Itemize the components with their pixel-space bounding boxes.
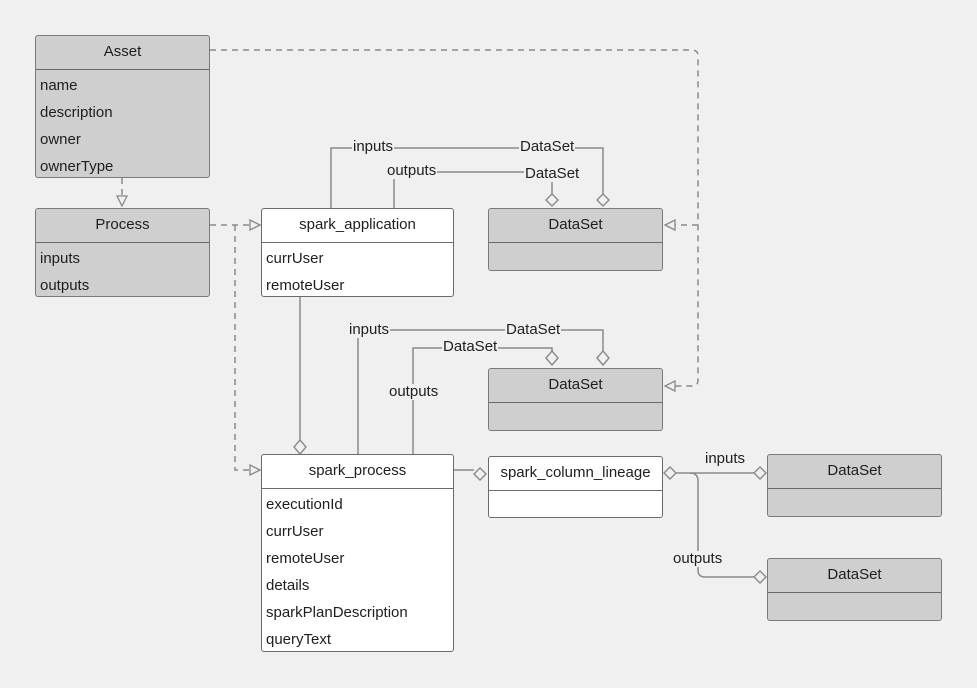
asset-field-name: name xyxy=(40,77,78,94)
dataset-class-3[interactable]: DataSet xyxy=(767,454,942,517)
lineage-left-diamond xyxy=(663,466,677,480)
spark-application-field-remote-user: remoteUser xyxy=(266,277,345,294)
lineage-outputs-diamond xyxy=(753,570,767,584)
app-outputs-diamond xyxy=(545,193,559,207)
app-outputs-type-label: DataSet xyxy=(524,165,581,182)
lineage-outputs-label: outputs xyxy=(672,550,724,567)
asset-field-description: description xyxy=(40,104,113,121)
asset-field-owner: owner xyxy=(40,131,81,148)
spark-process-field-query-text: queryText xyxy=(266,631,332,648)
app-inputs-connector xyxy=(330,147,604,208)
proc-outputs-diamond xyxy=(545,349,559,367)
spark-process-field-remote-user: remoteUser xyxy=(266,550,345,567)
spark-application-field-curr-user: currUser xyxy=(266,250,324,267)
app-process-diamond xyxy=(293,438,307,456)
app-inputs-label: inputs xyxy=(352,138,395,155)
spark-process-class-title: spark_process xyxy=(262,455,453,489)
app-outputs-label: outputs xyxy=(386,162,438,179)
dataset-class-1[interactable]: DataSet xyxy=(488,208,663,271)
spark-process-field-curr-user: currUser xyxy=(266,523,324,540)
spark-application-class[interactable]: spark_application currUser remoteUser xyxy=(261,208,454,297)
spark-process-field-spark-plan-description: sparkPlanDescription xyxy=(266,604,408,621)
process-class[interactable]: Process inputs outputs xyxy=(35,208,210,297)
lineage-inputs-label: inputs xyxy=(704,450,747,467)
app-outputs-connector xyxy=(393,171,553,208)
dataset-class-4[interactable]: DataSet xyxy=(767,558,942,621)
spark-column-lineage-class-title: spark_column_lineage xyxy=(489,457,662,491)
spark-process-field-execution-id: executionId xyxy=(266,496,343,513)
dataset-class-4-title: DataSet xyxy=(768,559,941,593)
spark-column-lineage-class[interactable]: spark_column_lineage xyxy=(488,456,663,518)
dataset-class-2[interactable]: DataSet xyxy=(488,368,663,431)
dataset-class-1-title: DataSet xyxy=(489,209,662,243)
spark-process-class[interactable]: spark_process executionId currUser remot… xyxy=(261,454,454,652)
spark-application-class-title: spark_application xyxy=(262,209,453,243)
proc-inputs-label: inputs xyxy=(348,321,391,338)
process-field-inputs: inputs xyxy=(40,250,81,267)
spark-process-field-details: details xyxy=(266,577,310,594)
asset-to-datasets-generalization xyxy=(210,49,699,386)
process-field-outputs: outputs xyxy=(40,277,90,294)
proc-inputs-type-label: DataSet xyxy=(505,321,562,338)
asset-class[interactable]: Asset name description owner ownerType xyxy=(35,35,210,178)
proc-outputs-type-label: DataSet xyxy=(442,338,499,355)
proc-inputs-diamond xyxy=(596,349,610,367)
process-class-title: Process xyxy=(36,209,209,243)
lineage-outputs-connector xyxy=(689,472,755,578)
proc-outputs-label: outputs xyxy=(388,383,440,400)
asset-field-owner-type: ownerType xyxy=(40,158,114,175)
process-to-spark-process-generalization xyxy=(234,225,260,470)
proc-inputs-connector xyxy=(357,329,604,454)
app-inputs-diamond xyxy=(596,193,610,207)
dataset-class-3-title: DataSet xyxy=(768,455,941,489)
dataset-class-2-title: DataSet xyxy=(489,369,662,403)
lineage-inputs-diamond xyxy=(753,466,767,480)
asset-class-title: Asset xyxy=(36,36,209,70)
app-inputs-type-label: DataSet xyxy=(519,138,576,155)
process-lineage-diamond xyxy=(473,467,487,481)
